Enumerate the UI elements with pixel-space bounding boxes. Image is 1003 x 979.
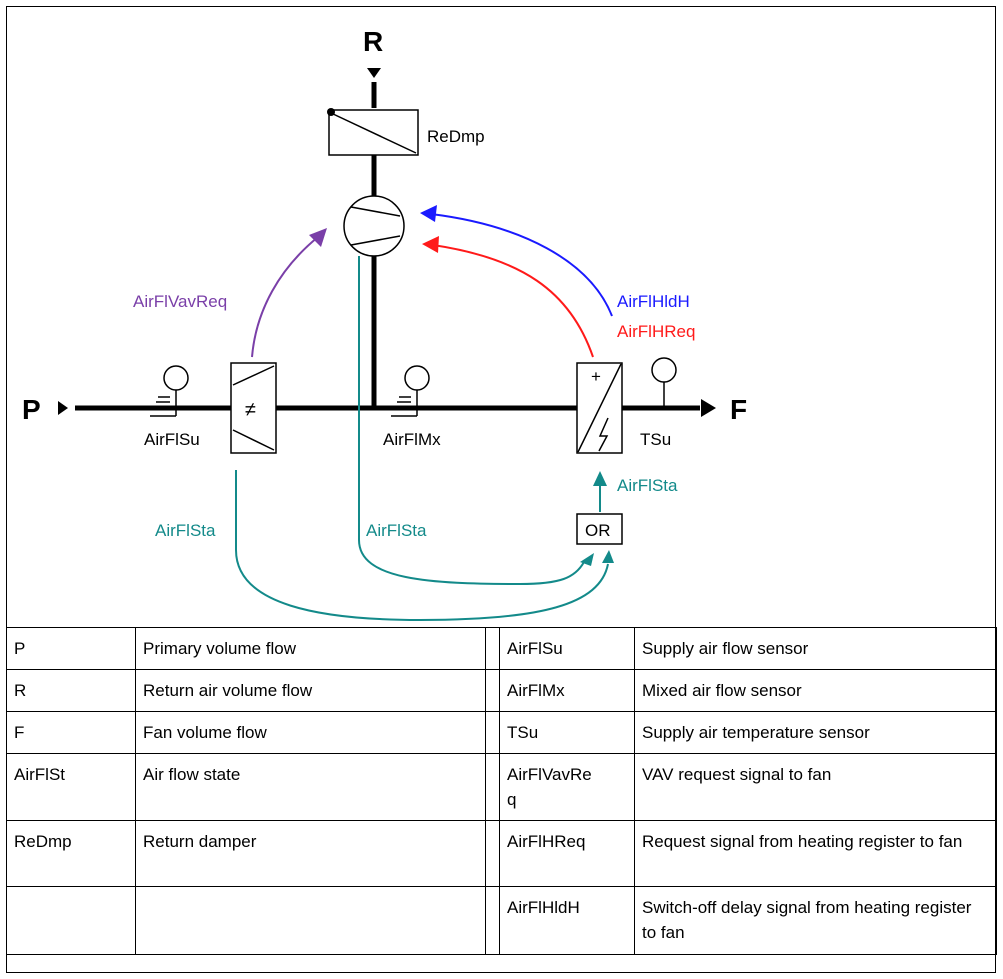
fan-icon xyxy=(343,195,405,257)
state-arrow-out-icon xyxy=(593,471,607,486)
vav-request-signal xyxy=(251,228,327,358)
legend-code: P xyxy=(6,627,136,670)
duct-lines xyxy=(75,82,700,411)
legend-gap xyxy=(485,753,500,821)
legend-gap xyxy=(485,820,500,887)
return-damper-label: ReDmp xyxy=(427,127,485,146)
legend-code: AirFlMx xyxy=(499,669,635,712)
legend-description: Mixed air flow sensor xyxy=(634,669,997,712)
legend-gap xyxy=(485,711,500,754)
legend-description: Return damper xyxy=(135,820,486,887)
fan-flow-label: F xyxy=(730,394,747,425)
state-arrow-left-icon xyxy=(602,550,614,563)
legend-code: AirFlSu xyxy=(499,627,635,670)
legend-code: R xyxy=(6,669,136,712)
legend-description: Supply air flow sensor xyxy=(634,627,997,670)
mixed-flow-sensor-icon xyxy=(391,365,430,417)
airflow-diagram: R P F ReDmp AirFlSu AirFlMx ≠ xyxy=(22,26,747,622)
heating-hold-signal xyxy=(420,205,613,317)
legend-description: VAV request signal to fan xyxy=(634,753,997,821)
diagram-frame xyxy=(6,6,996,973)
vav-controller: ≠ xyxy=(230,362,277,454)
legend-description: Switch-off delay signal from heating reg… xyxy=(634,886,997,955)
legend-description: Fan volume flow xyxy=(135,711,486,754)
or-gate-label: OR xyxy=(585,521,611,540)
legend-gap xyxy=(485,886,500,955)
legend-code: AirFlSt xyxy=(6,753,136,821)
legend-description: Primary volume flow xyxy=(135,627,486,670)
legend-code: ReDmp xyxy=(6,820,136,887)
state-signals xyxy=(235,256,609,622)
supply-flow-sensor-label: AirFlSu xyxy=(144,430,200,449)
legend-description: Air flow state xyxy=(135,753,486,821)
fan-flow-arrow-icon xyxy=(701,399,716,417)
return-damper xyxy=(327,108,419,156)
state-signal-center xyxy=(358,256,585,586)
heating-request-label: AirFlHReq xyxy=(617,322,695,341)
legend-gap xyxy=(485,669,500,712)
state-signal-left xyxy=(235,470,609,622)
supply-temp-sensor-label: TSu xyxy=(640,430,671,449)
legend-code: TSu xyxy=(499,711,635,754)
primary-flow-label: P xyxy=(22,394,41,425)
state-left-label: AirFlSta xyxy=(155,521,216,540)
legend-description xyxy=(135,886,486,955)
heating-register: + xyxy=(576,362,623,454)
svg-text:+: + xyxy=(591,367,601,386)
supply-flow-sensor-icon xyxy=(150,365,189,417)
supply-temp-sensor-icon xyxy=(651,357,677,408)
or-gate: OR xyxy=(576,513,623,545)
return-flow-label: R xyxy=(363,26,383,57)
state-center-label: AirFlSta xyxy=(366,521,427,540)
return-flow-arrow-icon xyxy=(367,68,381,78)
state-arrow-center-icon xyxy=(580,553,594,566)
svg-text:≠: ≠ xyxy=(245,399,256,421)
legend-description: Return air volume flow xyxy=(135,669,486,712)
heating-request-signal xyxy=(422,236,594,358)
legend-code: AirFlHldH xyxy=(499,886,635,955)
legend-code: AirFlHReq xyxy=(499,820,635,887)
legend-code: F xyxy=(6,711,136,754)
legend-gap xyxy=(485,627,500,670)
legend-description: Request signal from heating register to … xyxy=(634,820,997,887)
heating-hold-label: AirFlHldH xyxy=(617,292,690,311)
legend-code xyxy=(6,886,136,955)
legend-description: Supply air temperature sensor xyxy=(634,711,997,754)
vav-request-label: AirFlVavReq xyxy=(133,292,227,311)
primary-flow-arrow-icon xyxy=(58,401,68,415)
mixed-flow-sensor-label: AirFlMx xyxy=(383,430,441,449)
state-out-label: AirFlSta xyxy=(617,476,678,495)
